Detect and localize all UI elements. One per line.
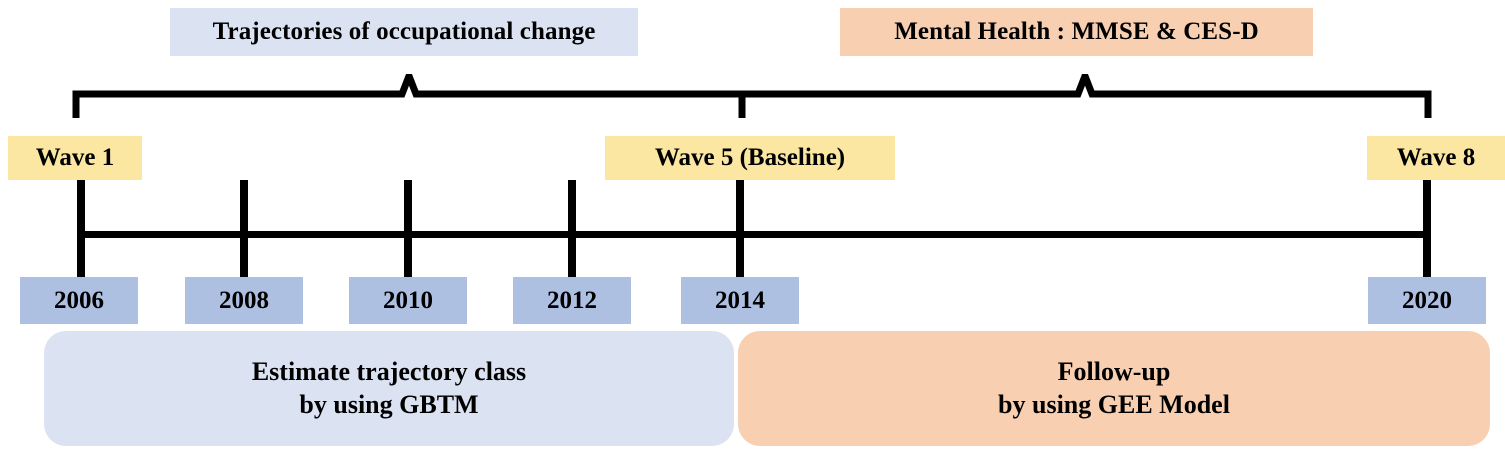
year-chip-2012: 2012 [513,277,631,324]
phase-label-trajectories: Trajectories of occupational change [170,8,638,56]
timeline-axis [77,231,1431,238]
method-box-gbtm-line1: Estimate trajectory class [251,357,527,386]
year-chip-2008: 2008 [185,277,303,324]
method-box-followup-line2: by using GEE Model [998,389,1230,419]
wave-label-wave-8: Wave 8 [1367,136,1505,180]
year-chip-2020: 2020 [1368,277,1486,324]
wave-label-wave-5-text: Wave 5 (Baseline) [654,144,846,171]
phase-label-mental-health: Mental Health : MMSE & CES-D [840,8,1313,56]
method-box-followup-text: Follow-up by using GEE Model [998,356,1230,421]
year-chip-2020-text: 2020 [1402,286,1452,314]
year-chip-2006-text: 2006 [54,286,104,314]
method-box-followup-line1: Follow-up [1057,357,1171,386]
method-box-gbtm: Estimate trajectory class by using GBTM [44,331,734,446]
year-chip-2010-text: 2010 [383,286,433,314]
wave-label-wave-1: Wave 1 [8,136,142,180]
year-chip-2014: 2014 [681,277,799,324]
year-chip-2010: 2010 [349,277,467,324]
wave-label-wave-8-text: Wave 8 [1396,144,1476,171]
method-box-gbtm-text: Estimate trajectory class by using GBTM [252,356,526,421]
wave-label-wave-5: Wave 5 (Baseline) [605,136,895,180]
year-chip-2008-text: 2008 [219,286,269,314]
year-chip-2014-text: 2014 [715,286,765,314]
method-box-gbtm-line2: by using GBTM [299,389,479,419]
brace-mental-health [738,74,1438,120]
phase-label-trajectories-text: Trajectories of occupational change [212,18,596,45]
method-box-followup: Follow-up by using GEE Model [738,331,1490,446]
year-chip-2006: 2006 [20,277,138,324]
wave-label-wave-1-text: Wave 1 [35,144,115,171]
phase-label-mental-health-text: Mental Health : MMSE & CES-D [894,18,1259,45]
brace-trajectories [72,74,752,120]
year-chip-2012-text: 2012 [547,286,597,314]
